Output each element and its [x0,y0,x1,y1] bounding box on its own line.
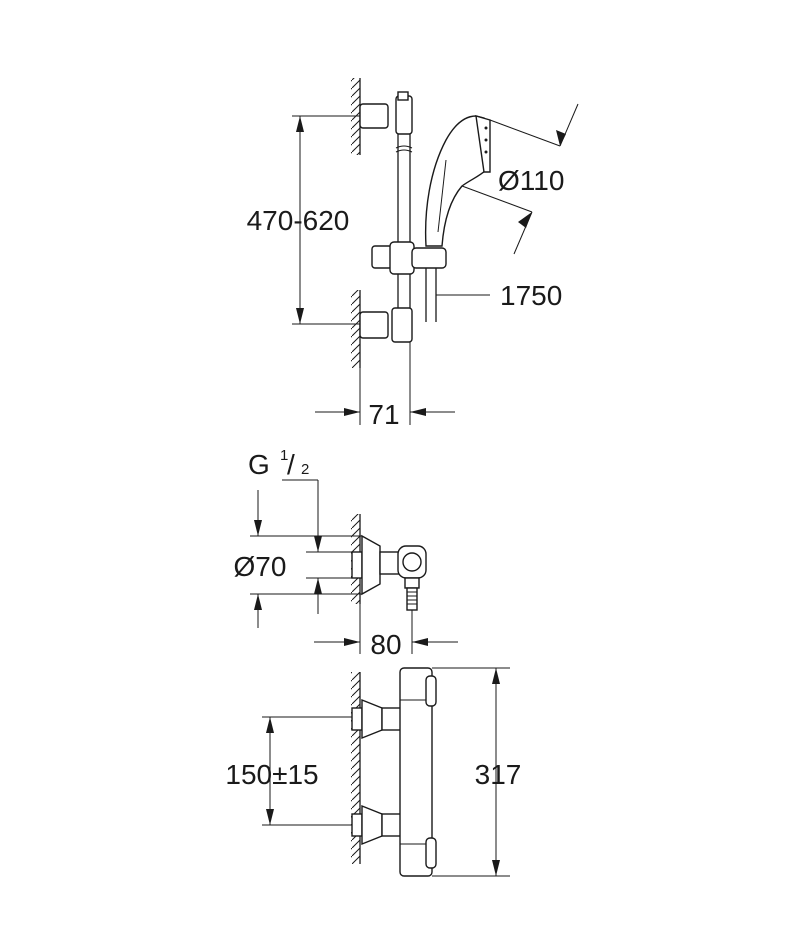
connection-view: G 1 / 2 Ø70 [234,447,458,660]
wall-offset-label: 71 [368,399,399,430]
centre-distance-dimension [262,716,352,826]
escutcheon-diameter-label: Ø70 [234,551,287,582]
body-length-dimension [432,667,510,877]
shower-rail [395,134,413,310]
shower-hose [425,268,437,322]
lower-wall-bracket [359,307,413,343]
rail-height-label: 470-620 [247,205,350,236]
projection-dimension [314,604,458,654]
thermostat-body [399,667,437,877]
rail-height-dimension [292,115,360,325]
centre-distance-label: 150±15 [225,759,318,790]
upper-inlet-connector [351,698,403,740]
hose-length-label: 1750 [500,280,562,311]
thread-dimension [282,479,352,614]
projection-label: 80 [370,629,401,660]
hand-shower [424,115,491,247]
thread-numerator: 1 [280,447,288,464]
thread-denominator: 2 [301,461,309,478]
escutcheon-diameter-dimension [250,490,362,628]
shower-rail-view: 470-620 Ø110 1750 71 [247,78,579,430]
upper-wall-bracket [359,91,413,135]
body-length-label: 317 [475,759,522,790]
lower-inlet-connector [351,804,403,846]
handshower-diameter-dimension [461,103,579,255]
s-union-connector [351,534,427,626]
thermostat-view: 150±15 317 [225,667,522,877]
wall-hatch-bottom [351,290,361,368]
wall-offset-dimension [315,342,455,425]
thread-slash: / [287,449,295,480]
thread-label: G [248,449,270,480]
rail-slider [371,241,447,275]
handshower-diameter-label: Ø110 [498,165,564,196]
